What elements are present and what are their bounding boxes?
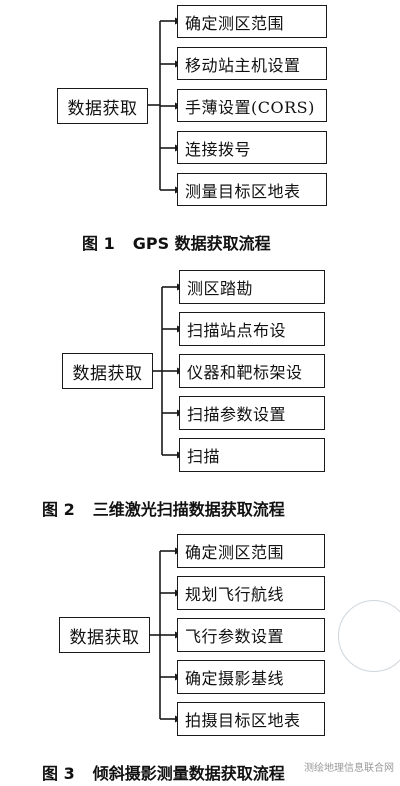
step-box-2: 扫描站点布设 [179, 312, 325, 346]
source-box: 数据获取 [62, 353, 153, 389]
step-box-5: 测量目标区地表 [177, 173, 327, 206]
step-box-4: 扫描参数设置 [179, 396, 325, 430]
watermark-ring [338, 600, 400, 672]
step-box-3: 手薄设置(CORS) [177, 89, 327, 122]
step-box-4: 连接拨号 [177, 131, 327, 164]
step-box-1: 确定测区范围 [177, 5, 327, 38]
step-box-4: 确定摄影基线 [177, 660, 325, 694]
step-box-2: 移动站主机设置 [177, 47, 327, 80]
figure-caption: 图 2 三维激光扫描数据获取流程 [42, 496, 285, 520]
step-box-3: 仪器和靶标架设 [179, 354, 325, 388]
caption-number: 图 1 [82, 234, 115, 253]
step-box-2: 规划飞行航线 [177, 576, 325, 610]
step-box-5: 拍摄目标区地表 [177, 702, 325, 736]
figure-caption: 图 3 倾斜摄影测量数据获取流程 [42, 760, 285, 784]
watermark-text: 测绘地理信息联合网 [304, 763, 394, 774]
step-box-1: 测区踏勘 [179, 270, 325, 304]
caption-number: 图 2 [42, 500, 75, 519]
step-box-5: 扫描 [179, 438, 325, 472]
caption-text: 倾斜摄影测量数据获取流程 [92, 764, 285, 783]
caption-text: 三维激光扫描数据获取流程 [92, 500, 285, 519]
step-box-3: 飞行参数设置 [177, 618, 325, 652]
source-box: 数据获取 [59, 617, 150, 653]
caption-text: GPS 数据获取流程 [132, 234, 271, 253]
figure-caption: 图 1 GPS 数据获取流程 [82, 230, 271, 254]
caption-number: 图 3 [42, 764, 75, 783]
source-box: 数据获取 [57, 88, 148, 124]
step-box-1: 确定测区范围 [177, 534, 325, 568]
